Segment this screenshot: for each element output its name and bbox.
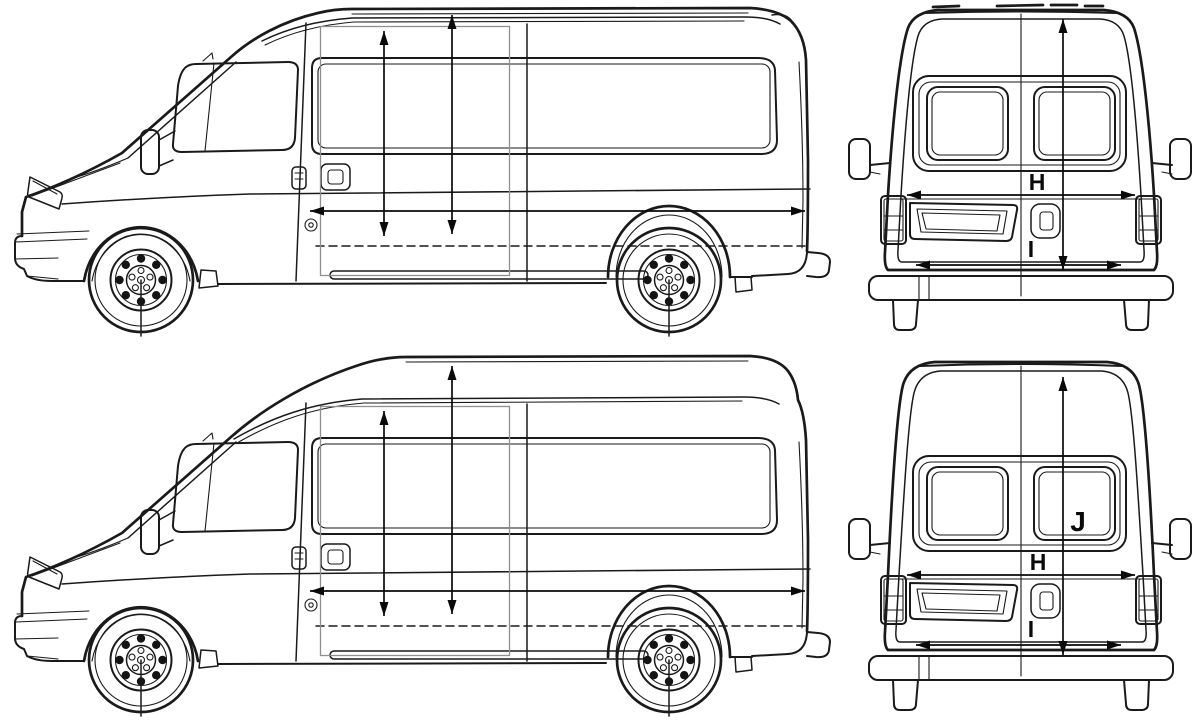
rear-bumper	[868, 275, 1174, 301]
rear-bumper	[868, 655, 1174, 681]
rear-window-band	[912, 455, 1127, 552]
dim-label-h-high: H	[1030, 549, 1047, 575]
rear-window-right	[1033, 466, 1116, 541]
rocker-area	[198, 245, 808, 293]
dim-label-i-high: I	[1028, 616, 1034, 642]
door-handle-sliding	[320, 163, 351, 191]
fuel-keyhole	[304, 598, 318, 612]
mirror-right	[1151, 138, 1192, 180]
license-plate-recess	[909, 582, 1019, 622]
tail-lamp-left	[880, 575, 907, 625]
rear-body-outline	[883, 360, 1159, 652]
body-outline	[20, 6, 811, 282]
dim-label-i-medium: I	[1028, 236, 1034, 262]
mirror	[140, 509, 176, 555]
body-window-band	[311, 437, 778, 535]
rear-wheel-arch	[606, 204, 732, 279]
rear-bumper-cap	[806, 251, 831, 279]
rear-door-handle	[1030, 583, 1061, 619]
rear-door-handle	[1030, 203, 1061, 239]
rear-window-left	[926, 466, 1009, 541]
rear-window-left	[926, 86, 1009, 161]
mirror-left	[848, 518, 891, 560]
rear-bumper-cap	[806, 631, 831, 659]
rear-view-medium-roof: H I	[848, 3, 1192, 331]
headlight	[26, 556, 63, 590]
license-plate-recess	[909, 202, 1019, 242]
tow-step-lines	[918, 276, 930, 300]
mirror-right	[1151, 518, 1192, 560]
dim-label-h-medium: H	[1029, 169, 1046, 195]
door-handle-front	[291, 166, 307, 190]
rocker-area	[198, 625, 808, 673]
rear-wheel	[615, 606, 723, 718]
mirror-left	[848, 138, 891, 180]
front-bumper	[14, 610, 90, 662]
sliding-door-aperture-overlay	[319, 405, 511, 657]
tow-step-lines	[918, 656, 930, 680]
headlight	[26, 176, 63, 210]
door-handle-sliding	[320, 543, 351, 571]
front-wheel	[87, 606, 195, 718]
rear-view-high-roof: J H I	[848, 360, 1192, 711]
rear-body-outline	[883, 8, 1159, 272]
tail-lamp-right	[1135, 195, 1162, 245]
fuel-keyhole	[304, 218, 318, 232]
antenna-icon	[202, 432, 214, 442]
rear-door-frame	[897, 18, 1145, 263]
rear-wheel-right	[1123, 679, 1150, 711]
front-wheel	[87, 226, 195, 338]
dim-label-j-high: J	[1070, 506, 1086, 537]
side-view-medium-roof	[14, 6, 831, 338]
roof-edge	[924, 10, 1118, 14]
cab-window	[171, 432, 299, 533]
rear-window-right	[1033, 86, 1116, 161]
rear-wheel	[615, 226, 723, 338]
cab-window	[171, 52, 299, 153]
body-window-band	[311, 57, 778, 155]
rear-wheel-left	[892, 679, 919, 711]
rear-door-frame	[895, 370, 1147, 643]
tail-lamp-left	[880, 195, 907, 245]
rear-wheel-arch	[606, 584, 732, 659]
antenna-icon	[202, 52, 214, 62]
mirror	[140, 129, 176, 175]
roof-ribs	[931, 3, 1105, 9]
side-view-high-roof	[14, 354, 831, 718]
front-bumper	[14, 230, 90, 282]
body-outline	[20, 354, 811, 662]
sliding-door-aperture-overlay	[319, 25, 511, 277]
tail-lamp-right	[1135, 575, 1162, 625]
door-handle-front	[291, 546, 307, 570]
rear-window-band	[912, 75, 1127, 172]
rear-wheel-left	[892, 299, 919, 331]
rear-wheel-right	[1123, 299, 1150, 331]
roof-edge	[919, 363, 1123, 367]
